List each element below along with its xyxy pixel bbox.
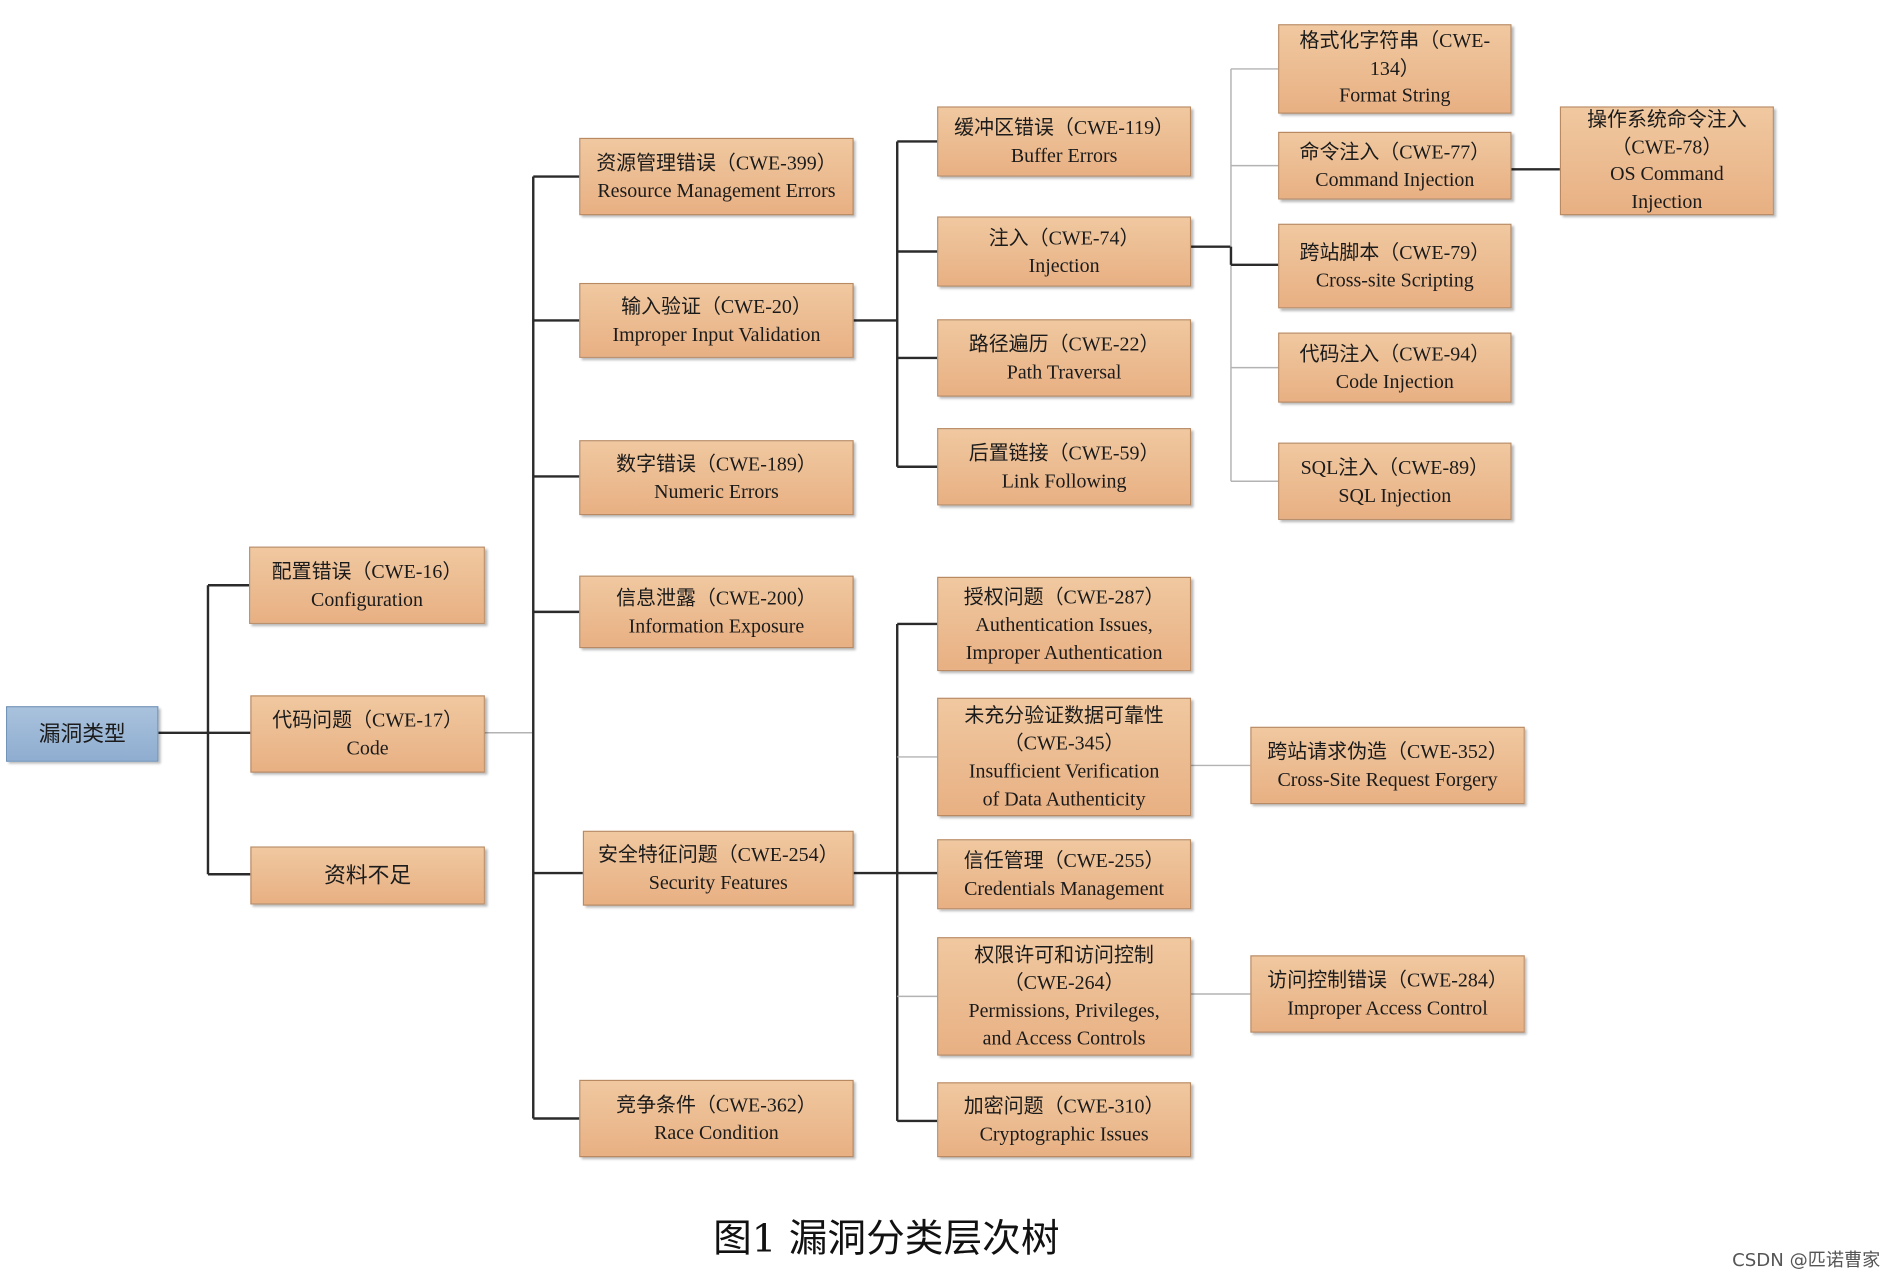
node-label-line: Link Following xyxy=(1001,469,1127,493)
node-cross-site-scripting: 跨站脚本（CWE-79） Cross-site Scripting xyxy=(1278,223,1512,309)
node-label-line: 资源管理错误（CWE-399） xyxy=(596,151,837,175)
node-improper-access-control: 访问控制错误（CWE-284） Improper Access Control xyxy=(1250,955,1525,1033)
node-label-line: Improper Access Control xyxy=(1287,996,1488,1020)
node-label-line: 未充分验证数据可靠性 xyxy=(964,703,1164,727)
node-input-validation: 输入验证（CWE-20） Improper Input Validation xyxy=(579,282,854,358)
node-label-line: Resource Management Errors xyxy=(597,178,836,202)
node-label-line: 加密问题（CWE-310） xyxy=(963,1094,1165,1118)
node-label-line: Cross-Site Request Forgery xyxy=(1277,767,1498,791)
node-label-line: 后置链接（CWE-59） xyxy=(968,441,1160,465)
node-label-line: 资料不足 xyxy=(324,862,412,887)
node-credentials-management: 信任管理（CWE-255） Credentials Management xyxy=(937,839,1192,910)
node-label-line: Authentication Issues, xyxy=(975,612,1153,636)
node-label-line: （CWE-264） xyxy=(1003,970,1125,994)
node-label-line: 缓冲区错误（CWE-119） xyxy=(954,116,1175,140)
node-label-line: Format String xyxy=(1339,83,1451,107)
node-label-line: Numeric Errors xyxy=(654,480,779,504)
node-label-line: and Access Controls xyxy=(982,1026,1146,1050)
node-label-line: 信息泄露（CWE-200） xyxy=(616,586,817,610)
node-label-line: 权限许可和访问控制 xyxy=(974,943,1154,967)
node-injection: 注入（CWE-74） Injection xyxy=(937,216,1192,287)
node-label-line: SQL Injection xyxy=(1338,483,1452,507)
node-label-line: 格式化字符串（CWE- xyxy=(1299,29,1491,53)
node-label-line: Injection xyxy=(1631,189,1703,213)
node-format-string: 格式化字符串（CWE- 134） Format String xyxy=(1278,24,1512,114)
node-sql-injection: SQL注入（CWE-89） SQL Injection xyxy=(1278,442,1512,520)
node-buffer-errors: 缓冲区错误（CWE-119） Buffer Errors xyxy=(937,106,1192,177)
node-label-line: 134） xyxy=(1369,56,1420,80)
node-label-line: 信任管理（CWE-255） xyxy=(963,848,1165,872)
node-label-line: Injection xyxy=(1028,253,1100,277)
node-label-line: 配置错误（CWE-16） xyxy=(271,559,463,583)
node-label-line: 命令注入（CWE-77） xyxy=(1299,140,1491,164)
node-link-following: 后置链接（CWE-59） Link Following xyxy=(937,428,1192,506)
node-information-exposure: 信息泄露（CWE-200） Information Exposure xyxy=(579,575,854,649)
node-insufficient-verification: 未充分验证数据可靠性 （CWE-345） Insufficient Verifica… xyxy=(937,697,1192,817)
node-label-line: Insufficient Verification xyxy=(968,759,1160,783)
node-label-line: Security Features xyxy=(648,870,788,894)
node-label-line: Permissions, Privileges, xyxy=(968,998,1160,1022)
node-label-line: SQL注入（CWE-89） xyxy=(1300,455,1490,479)
node-label-line: Configuration xyxy=(311,587,423,611)
node-label-line: 安全特征问题（CWE-254） xyxy=(598,842,839,866)
node-label-line: 数字错误（CWE-189） xyxy=(616,452,817,476)
node-root: 漏洞类型 xyxy=(6,706,159,762)
node-security-features: 安全特征问题（CWE-254） Security Features xyxy=(582,830,854,906)
node-race-condition: 竞争条件（CWE-362） Race Condition xyxy=(579,1079,854,1158)
node-numeric-errors: 数字错误（CWE-189） Numeric Errors xyxy=(579,440,854,516)
node-cryptographic-issues: 加密问题（CWE-310） Cryptographic Issues xyxy=(937,1082,1192,1158)
node-label-line: Credentials Management xyxy=(964,876,1165,900)
node-code-injection: 代码注入（CWE-94） Code Injection xyxy=(1278,332,1512,403)
node-label-line: 跨站请求伪造（CWE-352） xyxy=(1267,740,1508,764)
node-label-line: Buffer Errors xyxy=(1010,143,1118,167)
node-code: 代码问题（CWE-17） Code xyxy=(250,695,485,773)
node-label-line: 路径遍历（CWE-22） xyxy=(968,332,1160,356)
node-label-line: 访问控制错误（CWE-284） xyxy=(1267,968,1508,992)
node-path-traversal: 路径遍历（CWE-22） Path Traversal xyxy=(937,319,1192,397)
node-label-line: Code Injection xyxy=(1335,370,1454,393)
node-resource-management: 资源管理错误（CWE-399） Resource Management Error… xyxy=(579,137,854,216)
node-label-line: OS Command xyxy=(1610,162,1724,186)
node-label-line: 注入（CWE-74） xyxy=(988,226,1140,250)
node-label-line: （CWE-78） xyxy=(1611,134,1723,158)
node-label-line: Improper Authentication xyxy=(965,640,1163,664)
node-insufficient-info: 资料不足 xyxy=(250,846,485,905)
node-csrf: 跨站请求伪造（CWE-352） Cross-Site Request Forger… xyxy=(1250,726,1525,805)
node-label-line: 竞争条件（CWE-362） xyxy=(616,1093,817,1117)
node-label-line: Command Injection xyxy=(1315,168,1475,192)
node-label-line: Cross-site Scripting xyxy=(1315,268,1474,292)
node-label-line: Code xyxy=(346,736,389,760)
node-label-line: 代码问题（CWE-17） xyxy=(272,708,463,732)
node-configuration: 配置错误（CWE-16） Configuration xyxy=(249,546,485,624)
node-label-line: Cryptographic Issues xyxy=(979,1122,1149,1146)
node-permissions-privileges: 权限许可和访问控制 （CWE-264） Permissions, Privilege… xyxy=(937,937,1192,1056)
node-label-line: Improper Input Validation xyxy=(612,322,821,346)
node-label-line: 代码注入（CWE-94） xyxy=(1299,342,1491,366)
node-command-injection: 命令注入（CWE-77） Command Injection xyxy=(1278,131,1512,200)
node-label-line: 授权问题（CWE-287） xyxy=(963,584,1165,608)
node-label-line: （CWE-345） xyxy=(1003,731,1125,755)
node-label-line: Information Exposure xyxy=(628,614,805,638)
figure-caption: 图1 漏洞分类层次树 xyxy=(713,1215,1060,1262)
watermark: CSDN @匹诺曹家 xyxy=(1732,1249,1881,1271)
node-label-line: 输入验证（CWE-20） xyxy=(621,295,812,319)
node-label-line: 跨站脚本（CWE-79） xyxy=(1299,240,1491,264)
node-label-line: 操作系统命令注入 xyxy=(1587,107,1747,131)
node-authentication-issues: 授权问题（CWE-287） Authentication Issues, Impro… xyxy=(937,576,1192,672)
node-label-line: Path Traversal xyxy=(1006,360,1122,384)
node-label-line: Race Condition xyxy=(654,1120,779,1144)
node-label-line: of Data Authenticity xyxy=(982,787,1146,811)
